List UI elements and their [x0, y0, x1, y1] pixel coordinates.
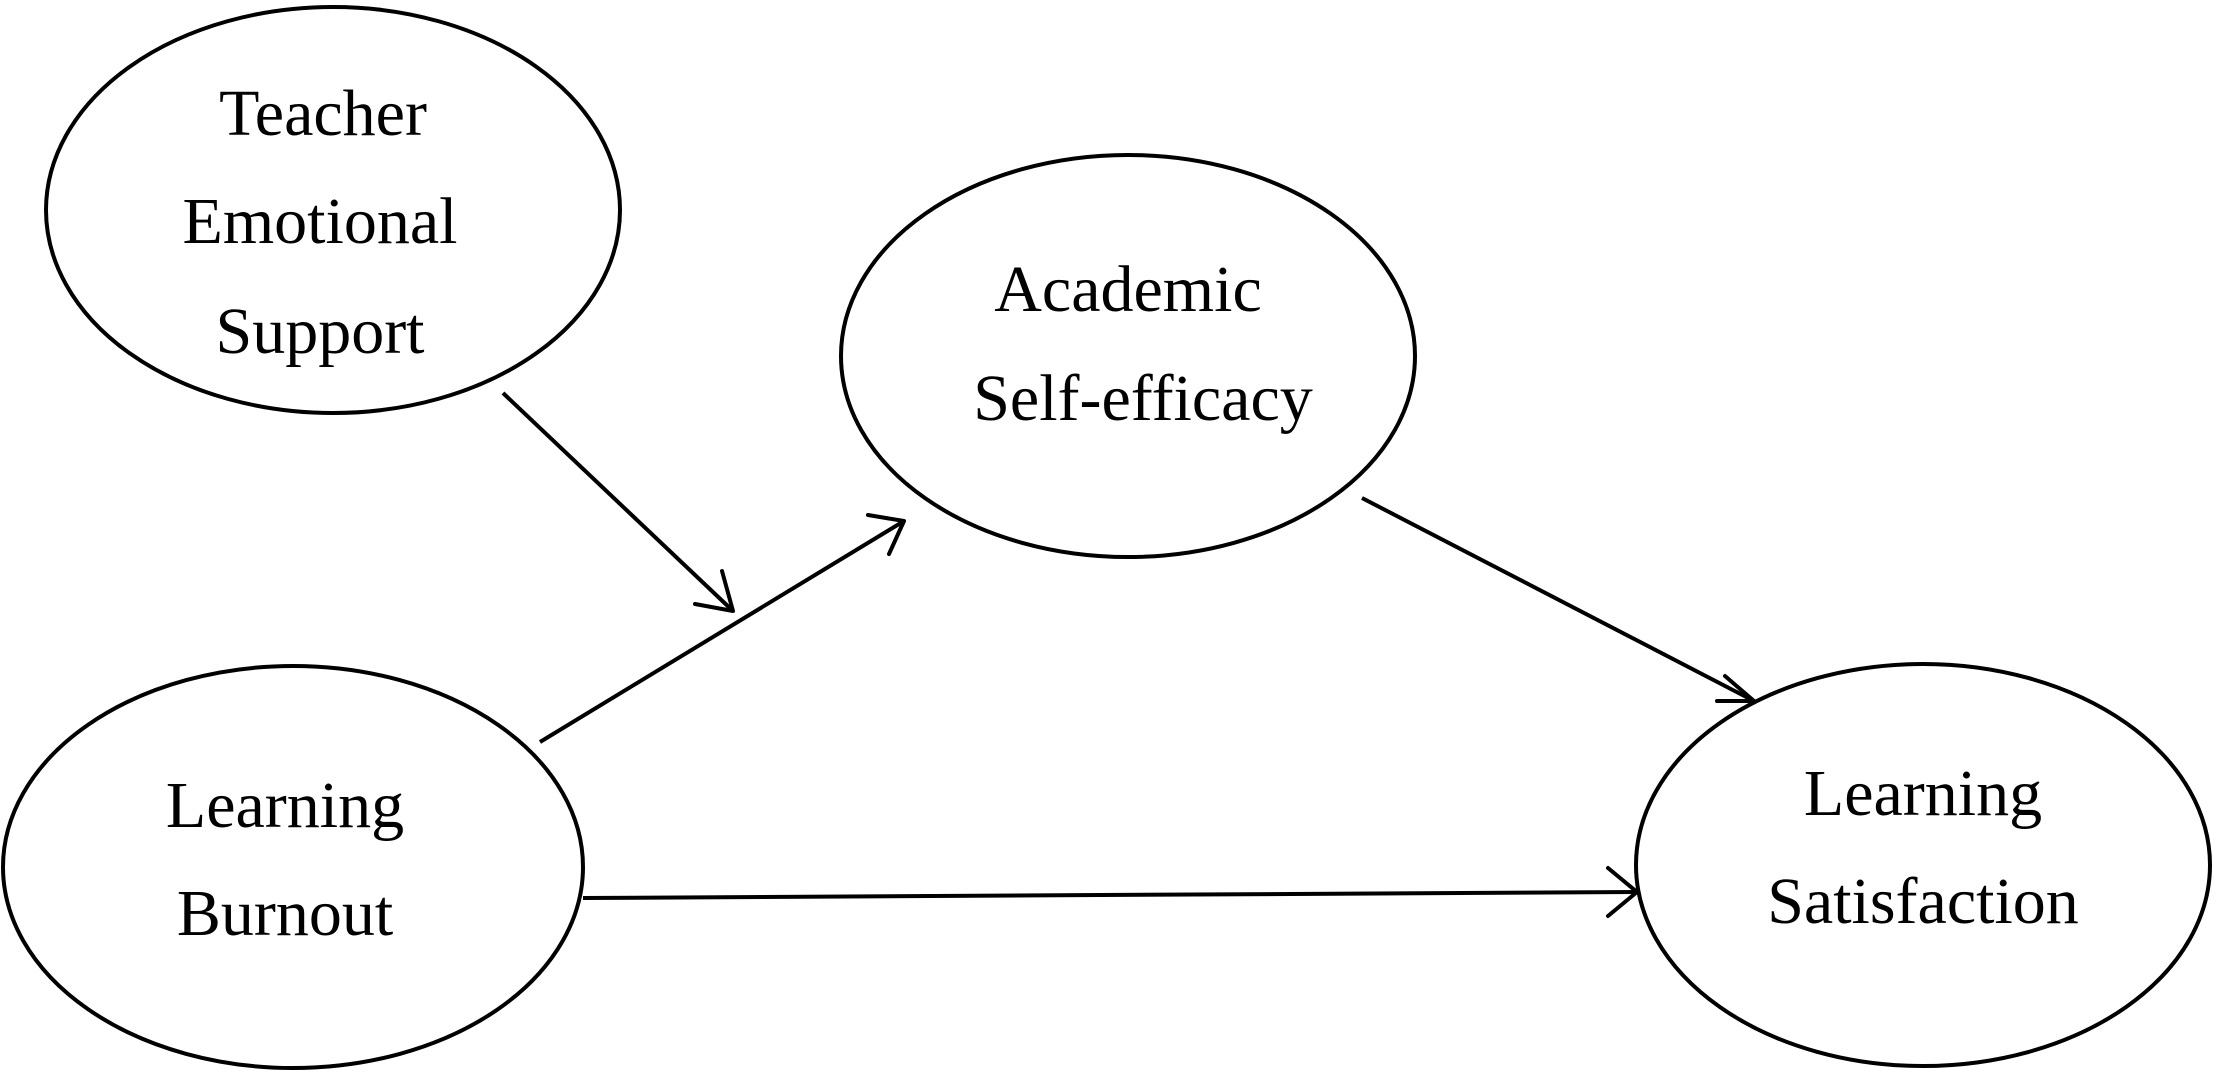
- edge-self-efficacy-to-satisfaction: [1361, 496, 1756, 703]
- edge-burnout-to-self-efficacy: [538, 513, 906, 744]
- node-label-line: Emotional: [183, 185, 458, 258]
- node-label-line: Satisfaction: [1767, 865, 2079, 938]
- node-label-line: Teacher: [219, 77, 427, 150]
- node-teacher-emotional-support: Teacher Emotional Support: [44, 5, 622, 415]
- node-academic-self-efficacy: Academic Self-efficacy: [839, 153, 1417, 559]
- edge-burnout-to-satisfaction: [582, 866, 1639, 918]
- node-label-line: Burnout: [177, 877, 393, 950]
- node-learning-burnout: Learning Burnout: [1, 664, 585, 1070]
- node-label-line: Learning: [166, 769, 404, 842]
- edge-support-moderates-burnout-path: [501, 391, 735, 613]
- node-label-line: Support: [215, 295, 424, 368]
- node-label-line: Self-efficacy: [973, 362, 1313, 435]
- edges: [501, 391, 1756, 918]
- node-learning-satisfaction: Learning Satisfaction: [1634, 662, 2212, 1068]
- node-label-line: Academic: [994, 253, 1262, 326]
- node-label-line: Learning: [1804, 757, 2042, 830]
